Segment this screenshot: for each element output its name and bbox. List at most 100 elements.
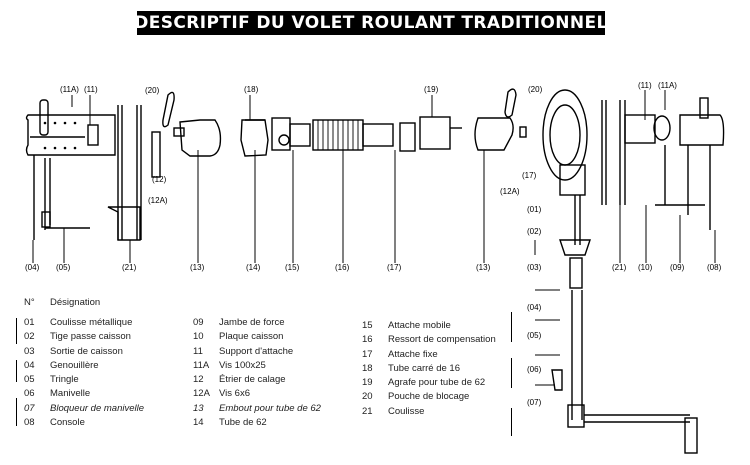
- legend-bracket: [511, 358, 512, 388]
- tube-end-cap-13: [173, 119, 222, 157]
- legend-label: Agrafe pour tube de 62: [388, 377, 486, 389]
- legend-bracket: [16, 318, 17, 344]
- legend-num: 11A: [193, 359, 210, 371]
- legend-label: Jambe de force: [219, 317, 285, 328]
- legend-row: 05 Tringle: [24, 373, 144, 387]
- callout-13: (13): [190, 263, 205, 272]
- legend-row: 15 Attache mobile: [362, 319, 496, 333]
- legend-bracket: [511, 408, 512, 436]
- callout-04-right: (04): [527, 303, 542, 312]
- tube-62-14: [240, 119, 269, 157]
- callout-17: (17): [387, 263, 402, 272]
- legend-num: 04: [24, 359, 35, 371]
- callout-08: (08): [707, 263, 722, 272]
- left-support-part: [151, 91, 175, 178]
- legend-num: 11: [193, 345, 203, 357]
- legend-row: 20 Pouche de blocage: [362, 390, 496, 404]
- callout-21-left: (21): [122, 263, 137, 272]
- legend-num: 09: [193, 317, 204, 328]
- legend-label: Vis 100x25: [219, 359, 266, 371]
- callout-01: (01): [527, 205, 542, 214]
- legend-num: 20: [362, 391, 373, 403]
- left-console-part: [25, 99, 116, 240]
- legend-num: 08: [24, 417, 35, 429]
- tringle-manivelle-part: [551, 257, 698, 454]
- legend-row: 12A Vis 6x6: [193, 387, 321, 401]
- legend-row: 09 Jambe de force: [193, 316, 321, 330]
- legend-header-num: N°: [24, 297, 35, 308]
- callout-11a-left: (11A): [60, 85, 79, 94]
- legend-bracket: [511, 312, 512, 342]
- callout-09: (09): [670, 263, 685, 272]
- legend-label: Étrier de calage: [219, 374, 286, 386]
- legend-label: Vis 6x6: [219, 388, 250, 400]
- attache-fixe-17: [399, 122, 416, 152]
- callout-04-left: (04): [25, 263, 40, 272]
- legend-bracket: [16, 398, 17, 426]
- legend-num: 03: [24, 345, 35, 357]
- legend-num: 12: [193, 374, 204, 386]
- legend-label: Attache mobile: [388, 320, 451, 331]
- agrafe-19: [419, 116, 462, 150]
- right-console-part: [655, 97, 725, 230]
- callout-20-left: (20): [145, 86, 160, 95]
- legend-row: 13 Embout pour tube de 62: [193, 402, 321, 416]
- legend-num: 02: [24, 331, 35, 343]
- legend-num: 05: [24, 374, 35, 386]
- ressort-16: [312, 119, 394, 151]
- legend-label: Tube de 62: [219, 417, 267, 429]
- legend-label: Embout pour tube de 62: [219, 402, 321, 414]
- legend-row: 17 Attache fixe: [362, 348, 496, 362]
- callout-10: (10): [638, 263, 653, 272]
- callout-12a-right: (12A): [500, 187, 520, 196]
- legend-label: Plaque caisson: [219, 331, 284, 343]
- legend-label: Ressort de compensation: [388, 334, 496, 346]
- callout-12a: (12A): [148, 196, 168, 205]
- legend-label: Coulisse: [388, 405, 425, 417]
- legend-num: 15: [362, 320, 373, 331]
- legend-label: Tige passe caisson: [50, 331, 131, 343]
- callout-19: (19): [424, 85, 439, 94]
- callout-17-right: (17): [522, 171, 537, 180]
- callout-20-right: (20): [528, 85, 543, 94]
- legend-row: 03 Sortie de caisson: [24, 345, 144, 359]
- legend-label: Pouche de blocage: [388, 391, 470, 403]
- legend-row: 07 Bloqueur de manivelle: [24, 402, 144, 416]
- legend-label: Coulisse métallique: [50, 317, 133, 328]
- legend-label: Manivelle: [50, 388, 91, 400]
- legend-num: 07: [24, 402, 35, 414]
- callout-14: (14): [246, 263, 261, 272]
- legend-label: Tringle: [50, 374, 79, 386]
- right-mechanism-part: [504, 88, 591, 256]
- callout-05-right: (05): [527, 331, 542, 340]
- legend-num: 17: [362, 348, 373, 360]
- legend-num: 13: [193, 402, 204, 414]
- legend-label: Tube carré de 16: [388, 362, 460, 374]
- legend-row: 19 Agrafe pour tube de 62: [362, 376, 496, 390]
- legend-num: 19: [362, 377, 373, 389]
- callout-11-right: (11): [638, 81, 652, 90]
- callout-16: (16): [335, 263, 350, 272]
- callout-21-right: (21): [612, 263, 627, 272]
- right-coulisse-part: [601, 100, 671, 205]
- legend-label: Console: [50, 417, 85, 429]
- legend-row: 02 Tige passe caisson: [24, 330, 144, 344]
- legend-label: Sortie de caisson: [50, 345, 123, 357]
- callout-07: (07): [527, 398, 542, 407]
- legend-label: Attache fixe: [388, 348, 438, 360]
- legend-row: 21 Coulisse: [362, 405, 496, 419]
- callout-03: (03): [527, 263, 542, 272]
- legend-num: 21: [362, 405, 373, 417]
- legend-label: Bloqueur de manivelle: [50, 402, 145, 414]
- callout-11-left: (11): [84, 85, 98, 94]
- legend-num: 12A: [193, 388, 210, 400]
